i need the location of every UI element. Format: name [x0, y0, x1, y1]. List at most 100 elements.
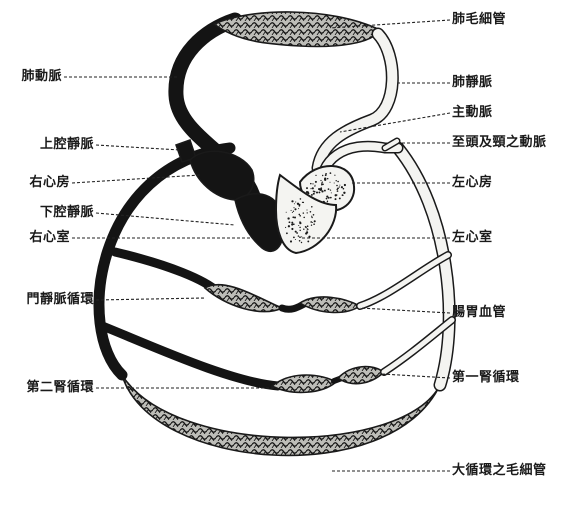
stipple-dot	[314, 186, 315, 187]
stipple-dot	[328, 188, 330, 190]
label-intestinal-vessels: 腸胃血管	[452, 305, 506, 321]
stipple-dot	[299, 230, 300, 231]
label-pulmonary-vein: 肺靜脈	[452, 75, 493, 91]
stipple-dot	[299, 215, 301, 217]
stipple-dot	[305, 232, 307, 234]
stipple-dot	[295, 201, 296, 202]
stipple-dot	[310, 188, 311, 189]
stipple-dot	[322, 181, 323, 182]
first-renal-capillary-bed	[338, 367, 384, 384]
stipple-dot	[323, 201, 325, 203]
stipple-dot	[313, 214, 315, 216]
stipple-dot	[321, 184, 323, 186]
stipple-dot	[311, 206, 313, 208]
stipple-dot	[339, 186, 340, 187]
label-systemic-capillaries: 大循環之毛細管	[452, 463, 547, 479]
stipple-dot	[301, 242, 302, 243]
stipple-dot	[336, 180, 337, 181]
stipple-dot	[307, 212, 308, 213]
stipple-dot	[311, 216, 312, 217]
stipple-dot	[318, 191, 320, 193]
stipple-dot	[310, 183, 312, 185]
stipple-dot	[315, 175, 316, 176]
mesenteric-artery-vessel-lumen	[360, 255, 448, 306]
stipple-dot	[320, 188, 322, 190]
stipple-dot	[314, 220, 316, 222]
label-first-renal-circulation: 第一腎循環	[452, 370, 520, 386]
stipple-dot	[342, 195, 343, 196]
label-left-ventricle: 左心室	[452, 230, 493, 246]
stipple-dot	[299, 204, 301, 206]
stipple-dot	[343, 192, 345, 194]
stipple-dot	[289, 221, 291, 223]
label-pulmonary-capillaries: 肺毛細管	[452, 12, 506, 28]
label-right-atrium: 右心房	[29, 175, 70, 191]
leader-line-portal-circulation	[96, 298, 205, 300]
stipple-dot	[313, 223, 315, 225]
stipple-dot	[291, 200, 293, 202]
label-superior-vena-cava: 上腔靜脈	[40, 137, 94, 153]
stipple-dot	[321, 183, 322, 184]
label-pulmonary-artery: 肺動脈	[21, 69, 62, 85]
stipple-dot	[303, 212, 304, 213]
second-renal-capillary-bed	[272, 375, 336, 392]
stipple-dot	[336, 185, 338, 187]
stipple-dot	[326, 196, 328, 198]
stipple-dot	[285, 227, 286, 228]
label-arteries-to-head-neck: 至頭及頸之動脈	[452, 135, 547, 151]
stipple-dot	[344, 184, 346, 186]
stipple-dot	[292, 216, 294, 218]
label-inferior-vena-cava: 下腔靜脈	[40, 205, 94, 221]
stipple-dot	[294, 208, 296, 210]
stipple-dot	[324, 178, 326, 180]
pulmonary-capillary-bed	[214, 12, 380, 47]
stipple-dot	[334, 182, 335, 183]
stipple-dot	[339, 185, 340, 186]
stipple-dot	[329, 182, 330, 183]
stipple-dot	[300, 198, 302, 200]
stipple-dot	[307, 192, 309, 194]
stipple-dot	[325, 173, 327, 175]
leader-line-right-atrium	[72, 175, 200, 183]
stipple-dot	[298, 225, 299, 226]
stipple-dot	[298, 235, 299, 236]
stipple-dot	[291, 210, 292, 211]
stipple-dot	[342, 187, 343, 188]
stipple-dot	[313, 193, 315, 195]
stipple-dot	[298, 214, 300, 216]
stipple-dot	[312, 222, 313, 223]
right-atrium-chamber	[190, 151, 254, 200]
portal-capillary-bed	[205, 285, 282, 312]
stipple-dot	[321, 190, 323, 192]
stipple-dot	[314, 191, 316, 193]
stipple-dot	[330, 172, 332, 174]
stipple-dot	[311, 217, 312, 218]
stipple-dot	[337, 181, 339, 183]
stipple-dot	[331, 192, 332, 193]
stipple-dot	[298, 208, 299, 209]
stipple-dot	[306, 209, 307, 210]
stipple-dot	[293, 211, 294, 212]
stipple-dot	[343, 188, 345, 190]
stipple-dot	[299, 236, 301, 238]
stipple-dot	[286, 232, 288, 234]
stipple-dot	[299, 227, 301, 229]
stipple-dot	[312, 183, 313, 184]
stipple-dot	[296, 232, 298, 234]
label-second-renal-circulation: 第二腎循環	[26, 380, 94, 396]
stipple-dot	[288, 225, 290, 227]
stipple-dot	[303, 228, 304, 229]
stipple-dot	[303, 217, 305, 219]
stipple-dot	[307, 225, 309, 227]
stipple-dot	[299, 221, 301, 223]
stipple-dot	[295, 231, 297, 233]
stipple-dot	[337, 190, 339, 192]
stipple-dot	[299, 240, 301, 242]
stipple-dot	[312, 187, 314, 189]
stipple-dot	[311, 225, 312, 226]
stipple-dot	[326, 198, 328, 200]
stipple-dot	[335, 198, 337, 200]
stipple-dot	[316, 191, 318, 193]
stipple-dot	[330, 189, 331, 190]
